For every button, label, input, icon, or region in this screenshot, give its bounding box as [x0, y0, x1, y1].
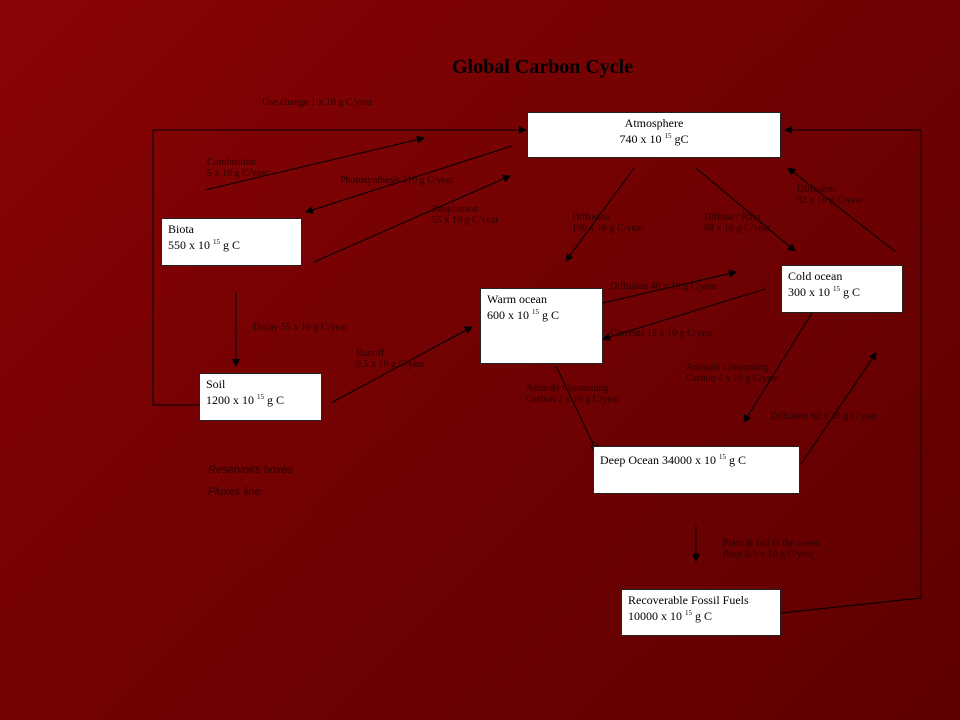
diffuse-rain-arrow [695, 167, 796, 252]
currents-arrow [602, 288, 766, 341]
cold-ocean-label: Cold ocean [788, 269, 843, 283]
legend-reservoirs: Reservoirs boxes [208, 464, 293, 476]
animals-cold-arrow [743, 312, 813, 423]
atmosphere-label: Atmosphere [624, 116, 684, 130]
cold-ocean-box: Cold ocean 300 x 10 15 g C [781, 265, 903, 313]
respiration-arrow [313, 175, 511, 263]
diffusion-deep-label: Diffusion 92 x 10 g C/year [770, 411, 878, 422]
photosynthesis-label: Photosynthesis 110 g C/year [340, 175, 454, 186]
diffusion-wc-arrow [602, 269, 737, 304]
legend-fluxes: Fluxes line [208, 486, 261, 498]
photosynthesis-arrow [305, 145, 513, 214]
soil-amount: 1200 x 10 15 g C [206, 393, 285, 407]
fossil-fuels-box: Recoverable Fossil Fuels 10000 x 10 15 g… [621, 589, 781, 636]
decay-label: Decay 55 x 10 g C/year [253, 322, 348, 333]
fossil-fuels-label: Recoverable Fossil Fuels [628, 593, 749, 607]
deep-ocean-label: Deep Ocean 34000 x 10 15 g C [600, 453, 746, 467]
soil-label: Soil [206, 377, 226, 391]
atmosphere-amount: 740 x 10 15 gC [619, 132, 689, 146]
combustion-arrow [204, 135, 425, 191]
fossil-fuels-amount: 10000 x 10 15 g C [628, 609, 713, 623]
cold-ocean-amount: 300 x 10 15 g C [788, 285, 861, 299]
animals-warm-arrow [555, 365, 598, 453]
currents-label: Currents 12 x 10 g C/year [610, 328, 714, 339]
diffusion-warm-arrow [565, 167, 635, 262]
land-use-line [152, 126, 527, 406]
diffusion-wc-label: Diffusion 40 x 10 g C/year [610, 281, 718, 292]
runoff-arrow [330, 326, 473, 404]
fossil-loop-line [780, 126, 922, 614]
diagram-title: Global Carbon Cycle [452, 56, 634, 78]
diffusion-cold-arrow [787, 167, 897, 253]
warm-ocean-label: Warm ocean [487, 292, 547, 306]
land-use-label: Use change 1 x 10 g C/year [262, 97, 373, 108]
soil-box: Soil 1200 x 10 15 g C [199, 373, 322, 421]
warm-ocean-amount: 600 x 10 15 g C [487, 308, 560, 322]
deep-ocean-box: Deep Ocean 34000 x 10 15 g C [593, 446, 800, 494]
biota-amount: 550 x 10 15 g C [168, 238, 241, 252]
diffusion-deep-arrow [800, 352, 877, 465]
biota-label: Biota [168, 222, 194, 236]
atmosphere-box: Atmosphere 740 x 10 15 gC [527, 112, 781, 158]
biota-box: Biota 550 x 10 15 g C [161, 218, 302, 266]
warm-ocean-box: Warm ocean 600 x 10 15 g C [480, 288, 603, 364]
